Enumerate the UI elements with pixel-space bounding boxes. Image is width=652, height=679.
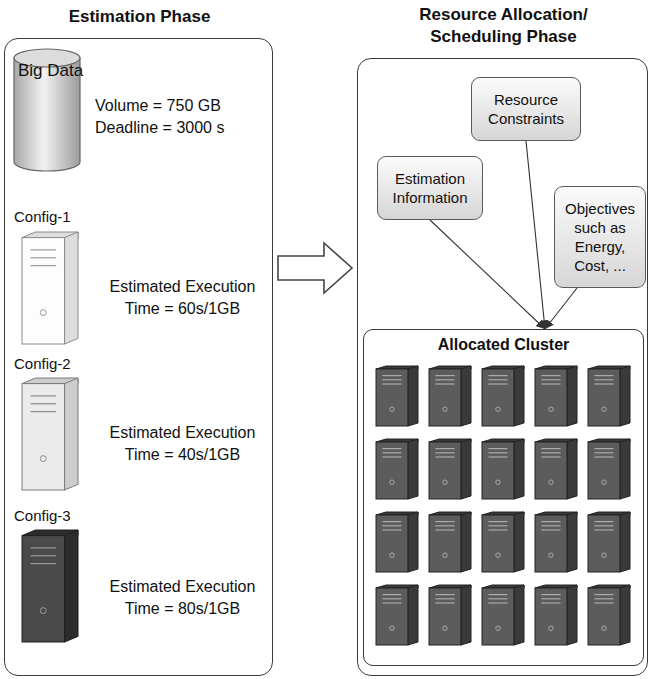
estimate-label: Estimated Execution Time = 80s/1GB — [95, 576, 270, 620]
estimate-label: Config-3 — [14, 505, 104, 527]
cluster-server — [588, 366, 630, 426]
estimate-label: Deadline = 3000 s — [95, 117, 265, 139]
storage-label: Big Data — [18, 60, 98, 82]
cluster-server — [429, 585, 471, 645]
server-icon — [22, 232, 78, 344]
connector-line — [526, 141, 545, 329]
estimate-label: Config-2 — [14, 353, 104, 375]
cluster-server — [376, 366, 418, 426]
cluster-box: Allocated Cluster — [363, 329, 644, 666]
cluster-server — [588, 585, 630, 645]
cluster-title: Allocated Cluster — [364, 335, 643, 354]
cluster-server — [588, 439, 630, 499]
cluster-server — [535, 585, 577, 645]
callout-box: Resource Constraints — [471, 77, 581, 141]
phase-title: Resource Allocation/ Scheduling Phase — [399, 4, 609, 48]
callout-box: Objectives such as Energy, Cost, ... — [554, 186, 646, 288]
estimate-label: Config-1 — [14, 206, 104, 228]
block-arrow — [278, 243, 352, 293]
estimate-label: Estimated Execution Time = 60s/1GB — [95, 276, 270, 320]
cluster-server — [482, 439, 524, 499]
server-icon — [22, 530, 78, 642]
estimate-label: Estimated Execution Time = 40s/1GB — [95, 422, 270, 466]
connector-line — [430, 220, 545, 329]
phase-panel: Resource Allocation/ Scheduling PhaseRes… — [357, 58, 648, 676]
estimate-label: Volume = 750 GB — [95, 95, 265, 117]
callout-text: Resource Constraints — [478, 90, 574, 128]
cluster-server — [535, 439, 577, 499]
connector-line — [545, 288, 577, 329]
cluster-server — [535, 512, 577, 572]
cluster-server — [482, 585, 524, 645]
phase-title: Estimation Phase — [5, 6, 274, 28]
cluster-server — [376, 585, 418, 645]
cluster-server — [482, 512, 524, 572]
cluster-server — [588, 512, 630, 572]
cluster-server — [429, 439, 471, 499]
cluster-server — [535, 366, 577, 426]
cluster-server — [482, 366, 524, 426]
cluster-server — [429, 512, 471, 572]
callout-text: Objectives such as Energy, Cost, ... — [561, 199, 639, 275]
callout-box: Estimation Information — [377, 156, 483, 220]
connector-layer — [278, 141, 577, 329]
callout-text: Estimation Information — [384, 169, 476, 207]
cluster-server — [376, 439, 418, 499]
server-icon — [22, 378, 78, 490]
cluster-server — [429, 366, 471, 426]
cluster-server — [376, 512, 418, 572]
